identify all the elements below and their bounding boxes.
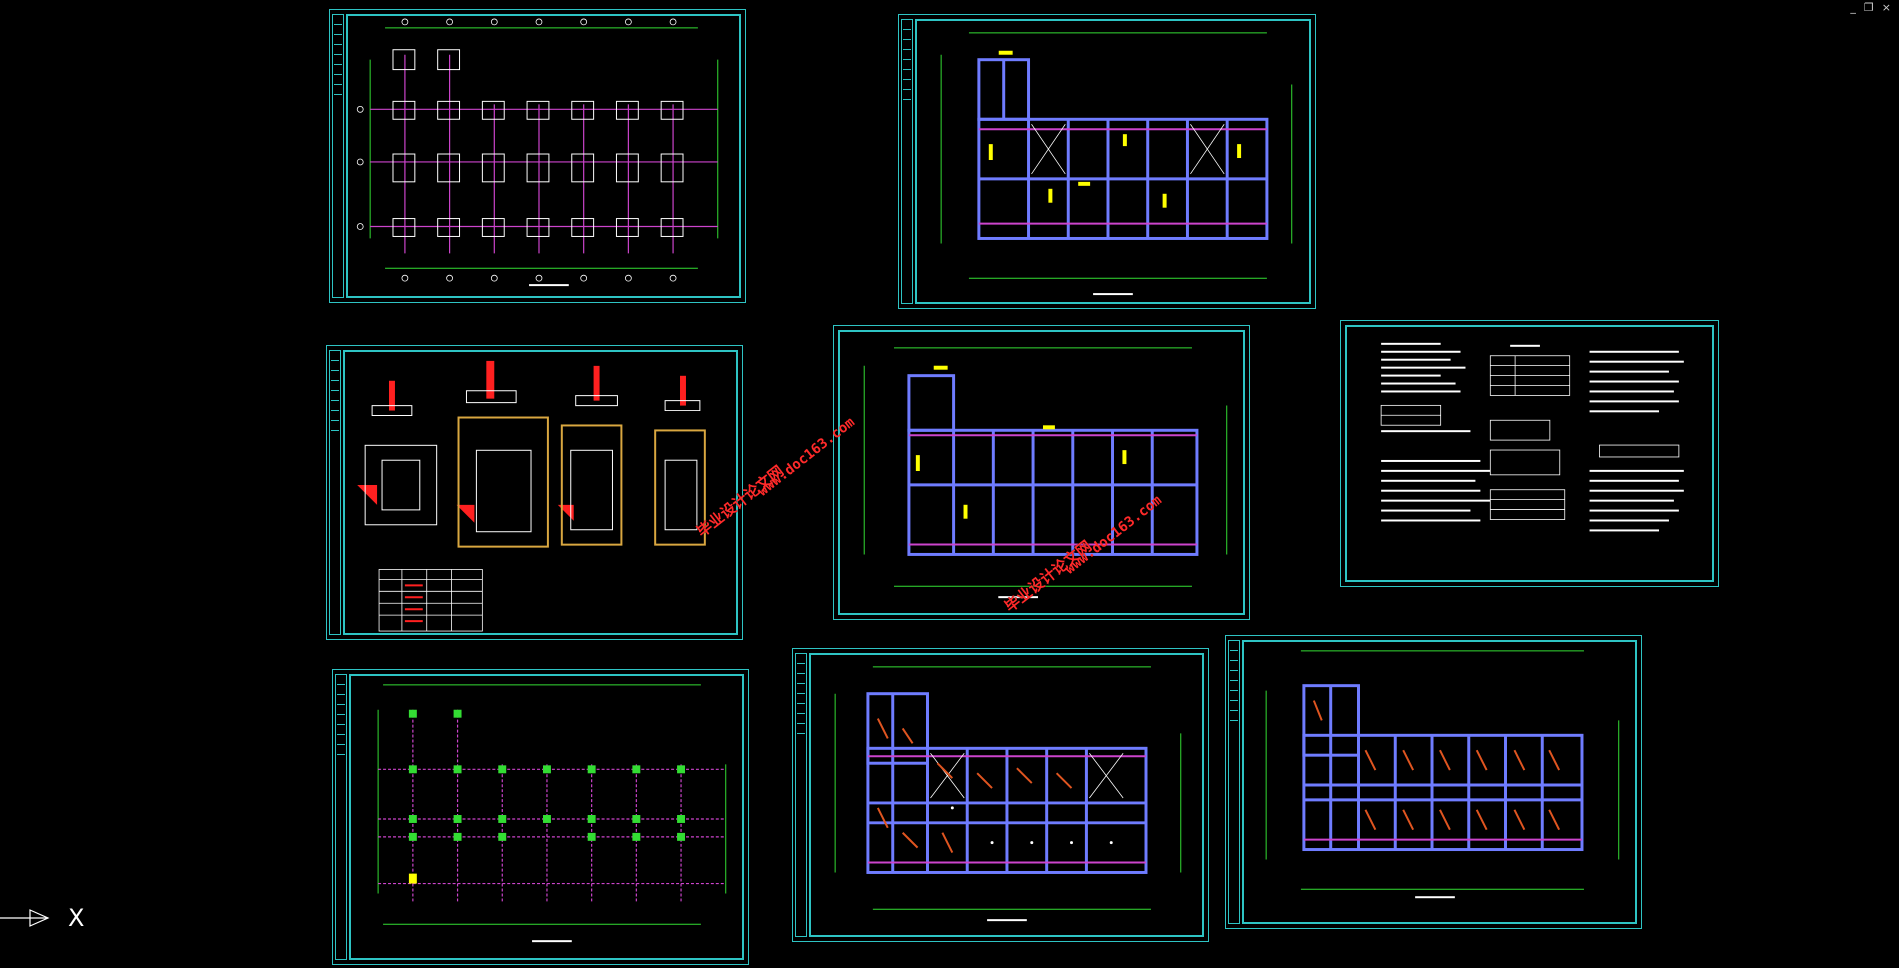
- window-controls: _ ❐ ×: [1842, 0, 1899, 18]
- ucs-x-label: X: [68, 904, 85, 932]
- sheet-slab-reinforcement-plan[interactable]: [792, 648, 1209, 942]
- sheet-roof-reinforcement-plan[interactable]: [1225, 635, 1642, 929]
- slab-plan-icon: [1265, 650, 1620, 899]
- sheet-column-layout-plan[interactable]: [332, 669, 749, 965]
- sheet-foundation-detail[interactable]: [326, 345, 743, 640]
- sheet-second-floor-structure-plan[interactable]: [833, 325, 1250, 620]
- sheet-design-notes[interactable]: [1340, 320, 1719, 587]
- restore-icon[interactable]: ❐: [1863, 1, 1874, 14]
- ucs-icon: X: [0, 905, 90, 935]
- sheet-first-floor-structure-plan[interactable]: [898, 14, 1316, 309]
- notes-table-icon: [1380, 342, 1684, 532]
- minimize-icon[interactable]: _: [1850, 1, 1856, 14]
- slab-plan-icon: [834, 666, 1182, 922]
- section-detail-icon: [357, 360, 706, 632]
- sheet-foundation-plan[interactable]: [329, 9, 746, 303]
- floor-plan-icon: [863, 347, 1228, 599]
- floor-plan-icon: [940, 32, 1293, 296]
- foundation-grid-icon: [356, 18, 719, 287]
- close-icon[interactable]: ×: [1881, 1, 1891, 14]
- column-grid-icon: [377, 684, 727, 943]
